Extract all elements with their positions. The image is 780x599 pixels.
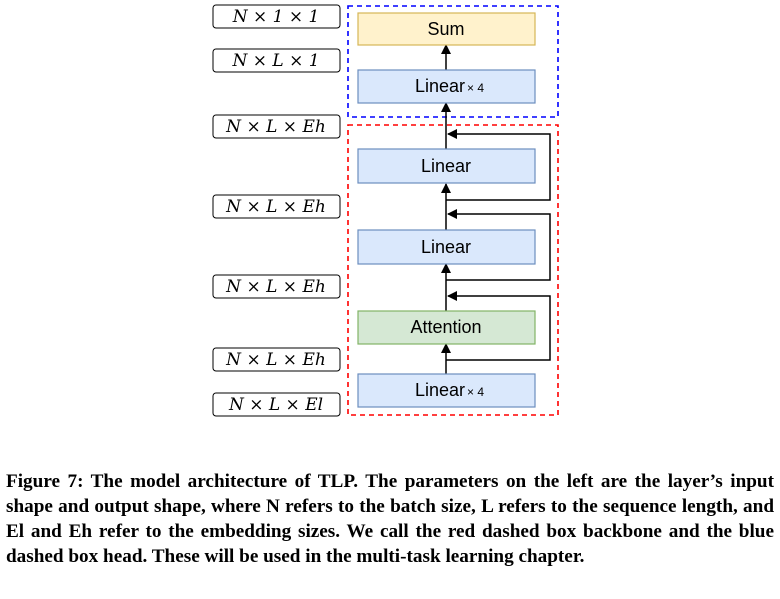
- shape-label-3: N × L × Eh: [212, 114, 341, 139]
- residual-connection-3: [446, 129, 551, 201]
- figure-caption: Figure 7: The model architecture of TLP.…: [6, 471, 774, 567]
- shape-label-2: N × L × 1: [212, 48, 341, 73]
- architecture-diagram: N × 1 × 1 N × L × 1 N × L × Eh N × L × E…: [212, 4, 559, 417]
- head-dashed-box: [347, 5, 559, 118]
- svg-text:Linear: Linear: [415, 380, 465, 400]
- svg-text:N × L × Eh: N × L × Eh: [225, 117, 326, 137]
- svg-text:Attention: Attention: [410, 317, 481, 337]
- residual-connection-2: [446, 209, 551, 281]
- shape-label-5: N × L × Eh: [212, 274, 341, 299]
- svg-text:Linear: Linear: [421, 237, 471, 257]
- backbone-linear-mid-node: Linear: [357, 229, 536, 265]
- svg-text:Linear: Linear: [421, 156, 471, 176]
- svg-text:N × L × 1: N × L × 1: [231, 51, 319, 71]
- svg-text:N × L × El: N × L × El: [228, 395, 323, 415]
- svg-text:N × 1 × 1: N × 1 × 1: [232, 7, 320, 27]
- shape-label-6: N × L × Eh: [212, 347, 341, 372]
- attention-node: Attention: [357, 310, 536, 345]
- backbone-dashed-box: [347, 124, 559, 416]
- input-linear-node: Linear × 4: [357, 373, 536, 408]
- svg-text:N × L × Eh: N × L × Eh: [225, 350, 326, 370]
- svg-text:Sum: Sum: [427, 19, 464, 39]
- backbone-linear-top-node: Linear: [357, 148, 536, 184]
- svg-text:N × L × Eh: N × L × Eh: [225, 277, 326, 297]
- residual-connection-1: [446, 291, 551, 361]
- shape-label-1: N × 1 × 1: [212, 4, 341, 29]
- svg-text:× 4: × 4: [467, 81, 484, 95]
- shape-label-7: N × L × El: [212, 392, 341, 417]
- sum-node: Sum: [357, 12, 536, 46]
- head-linear-node: Linear × 4: [357, 69, 536, 104]
- svg-text:Linear: Linear: [415, 76, 465, 96]
- svg-text:N × L × Eh: N × L × Eh: [225, 197, 326, 217]
- svg-text:× 4: × 4: [467, 385, 484, 399]
- shape-label-4: N × L × Eh: [212, 194, 341, 219]
